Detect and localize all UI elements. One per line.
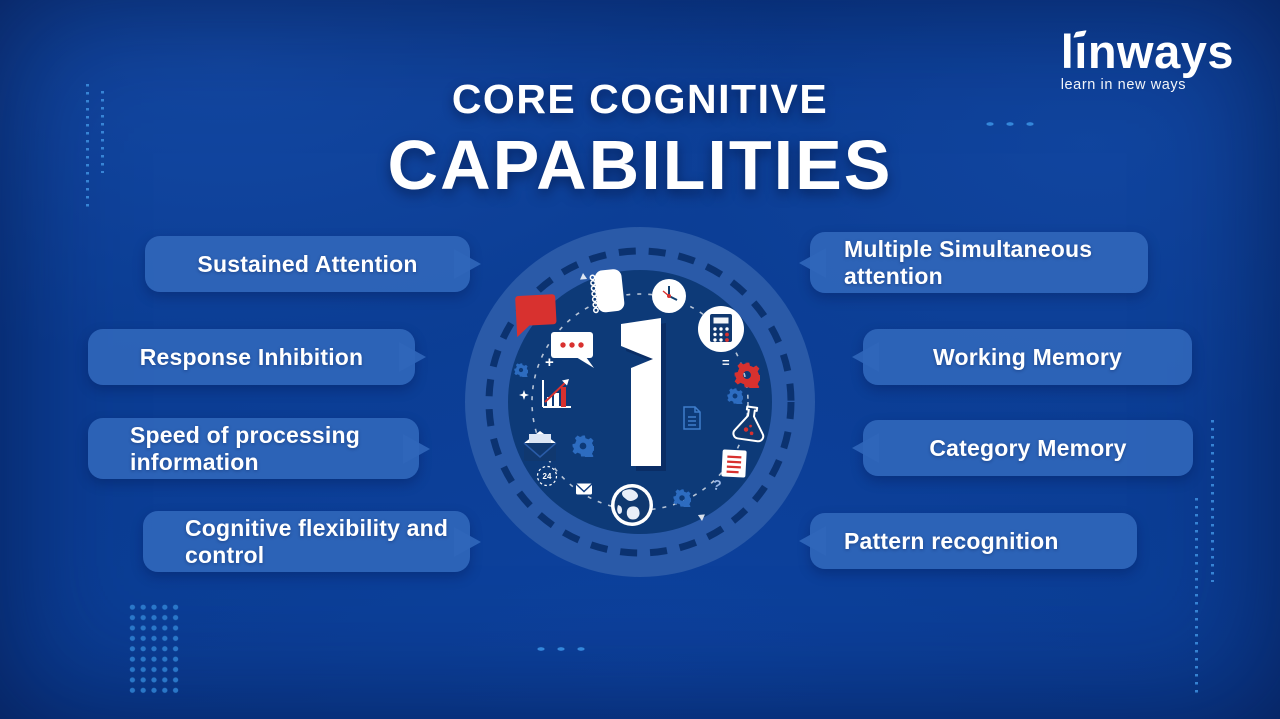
equals-icon: = [722,355,730,370]
callout-label: Cognitive flexibility and control [185,514,449,568]
svg-text:24: 24 [543,472,552,481]
arrowhead-decoration [580,273,588,280]
center-i-logo [621,318,666,471]
callout-label: Response Inhibition [139,343,364,370]
callout-label: Working Memory [933,343,1122,370]
chat-bubbles-icon [515,294,594,368]
callout-category-memory: Category Memory [852,420,1193,476]
document-lines-icon [721,449,747,478]
title-line-2: CAPABILITIES [387,126,893,204]
callout-arrow-right [454,526,496,557]
dot-grid-decoration [127,602,183,696]
calculator-icon [698,306,744,352]
logo-tagline: learn in new ways [1060,77,1187,93]
bar-chart-icon [542,379,571,408]
dotted-line-decoration [1195,498,1198,694]
callout-arrow-left [837,433,879,463]
callout-pattern-recognition: Pattern recognition [799,513,1137,569]
central-circle-graphic: + [465,227,815,577]
callout-arrow-right [399,342,441,372]
notebook-icon [589,269,625,314]
callout-arrow-left [784,247,826,278]
page-title: CORE COGNITIVE CAPABILITIES [0,76,1280,205]
three-dots-decoration [527,643,585,653]
paper-outline-icon [683,406,701,430]
callout-speed-of-processing: Speed of processing information [88,418,430,479]
callout-label: Category Memory [929,434,1127,461]
dotted-line-decoration [1211,420,1214,582]
callout-sustained-attention: Sustained Attention [145,236,481,292]
plus-icon: + [545,354,554,371]
callout-label: Speed of processing information [130,421,361,475]
callout-label: Pattern recognition [844,527,1059,554]
linways-logo: lınways learn in new ways [1061,28,1234,93]
callout-arrow-right [454,249,496,279]
callout-response-inhibition: Response Inhibition [88,329,426,385]
arrowhead-decoration [697,514,705,521]
24-hours-icon: 24 [536,465,558,487]
callout-cognitive-flexibility: Cognitive flexibility and control [143,511,481,572]
accented-i: ı [1074,25,1088,78]
callout-arrow-left [784,526,826,556]
envelope-icon [575,483,593,495]
clock-icon [652,279,686,313]
callout-label: Sustained Attention [197,250,418,277]
callout-arrow-right [403,433,445,464]
callout-multiple-simultaneous-attention: Multiple Simultaneous attention [799,232,1148,293]
callout-arrow-left [837,342,879,372]
open-envelope-icon [523,431,557,461]
globe-icon [611,484,653,526]
callout-working-memory: Working Memory [852,329,1192,385]
linways-wordmark: lınways [1060,25,1234,78]
callout-label: Multiple Simultaneous attention [844,235,1093,289]
flask-icon [732,405,765,443]
title-line-1: CORE COGNITIVE [451,76,829,122]
sparkle-icon [519,390,529,400]
question-mark-icon: ? [711,476,722,493]
